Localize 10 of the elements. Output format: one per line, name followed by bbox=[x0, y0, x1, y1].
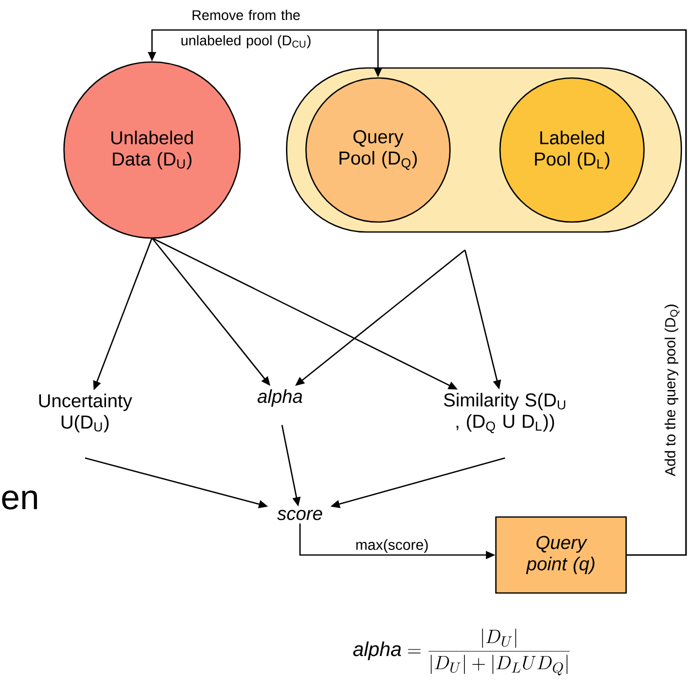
metric-label: alpha bbox=[258, 389, 302, 407]
metric-label: Similarity S(D$_{U}$ , (D$_{Q}$ U D$_{L}$)) bbox=[444, 392, 566, 434]
alpha-formula: $\mathit{alpha} = \frac{|D_U|}{|D_U|+|D_L U D_Q|}$ bbox=[353, 628, 570, 676]
edge-label: Remove from the unlabeled pool (D$_{CU}$) bbox=[182, 10, 311, 48]
process-box: Query point (q) bbox=[495, 516, 627, 594]
edge-label: Add to the query pool (D$_{Q}$) bbox=[664, 304, 680, 476]
edge-label: max(score) bbox=[354, 538, 430, 554]
text-fragment: en bbox=[2, 490, 37, 510]
metric-label: Uncertainty U(D$_{U}$) bbox=[39, 394, 132, 432]
metric-label: score bbox=[277, 510, 322, 520]
